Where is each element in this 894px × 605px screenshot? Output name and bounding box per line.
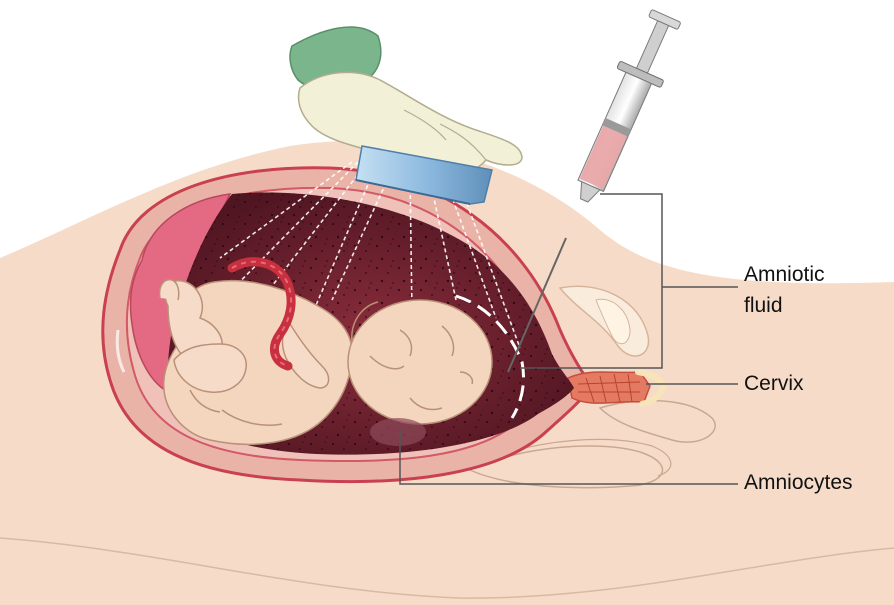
amniocytes-area <box>370 418 426 446</box>
label-amniotic-fluid: Amniotic <box>744 261 825 288</box>
cervix <box>568 372 650 403</box>
label-amniotic-fluid-line2: fluid <box>744 292 783 319</box>
syringe-fluid <box>580 126 627 190</box>
syringe <box>562 6 688 210</box>
label-cervix: Cervix <box>744 370 804 397</box>
syringe-plunger-rod <box>635 21 669 77</box>
label-amniocytes: Amniocytes <box>744 469 853 496</box>
